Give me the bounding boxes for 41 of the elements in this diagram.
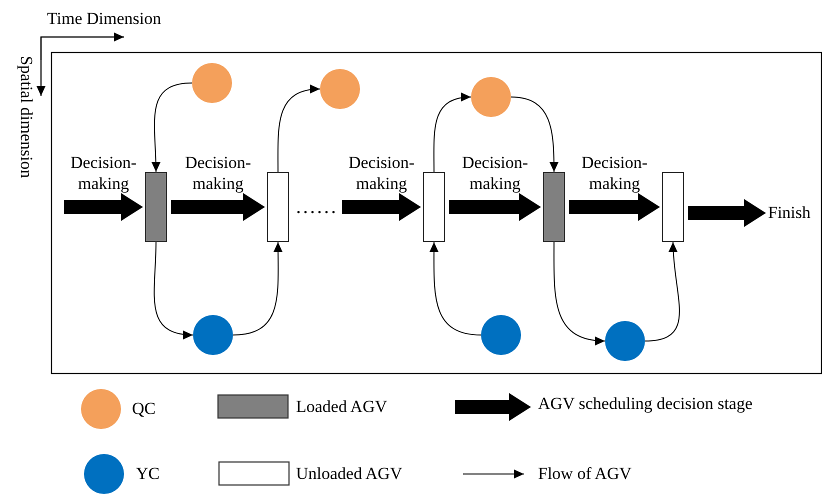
flow-arrow: [553, 242, 606, 345]
stage-arrow: [688, 199, 766, 227]
legend-label: Unloaded AGV: [296, 464, 402, 484]
agv-box: [662, 172, 684, 242]
agv-box: [423, 172, 445, 242]
terminal-circle: [471, 77, 511, 117]
stage-arrow: [449, 193, 541, 221]
edge-label: Decision-making: [460, 152, 530, 194]
stage-arrow: [342, 193, 421, 221]
flow-arrow: [510, 96, 558, 172]
flow-arrow: [644, 242, 680, 342]
edge-label: Decision-making: [69, 152, 138, 194]
legend-label: YC: [136, 464, 160, 484]
stage-arrow: [569, 193, 660, 221]
end-label: Finish: [768, 203, 811, 222]
edge-label: Decision-making: [184, 152, 252, 194]
flow-arrow: [154, 242, 194, 339]
terminal-circle: [192, 63, 232, 103]
terminal-circle: [320, 69, 360, 109]
stage-arrow: [171, 193, 265, 221]
terminal-circle: [481, 315, 521, 355]
edge-label: Decision-making: [580, 152, 649, 194]
flow-arrow: [151, 82, 192, 172]
legend-label: QC: [132, 399, 156, 419]
axis-title: Spatial dimension: [16, 54, 36, 180]
flow-arrow: [277, 85, 320, 172]
flow-arrow: [429, 242, 482, 336]
flow-arrow: [232, 242, 283, 336]
agv-box: [145, 172, 167, 242]
ellipsis-text: ......: [296, 197, 338, 217]
agv-box: [267, 172, 289, 242]
flow-arrow: [433, 93, 472, 172]
legend-label: Flow of AGV: [538, 464, 632, 484]
legend-label: AGV scheduling decision stage: [538, 394, 753, 414]
stage-arrow: [64, 193, 143, 221]
agv-box: [543, 172, 565, 242]
legend-label: Loaded AGV: [296, 397, 388, 417]
terminal-circle: [193, 315, 233, 355]
axis-title: Time Dimension: [47, 9, 162, 29]
edge-label: Decision-making: [347, 152, 416, 194]
terminal-circle: [605, 321, 645, 361]
